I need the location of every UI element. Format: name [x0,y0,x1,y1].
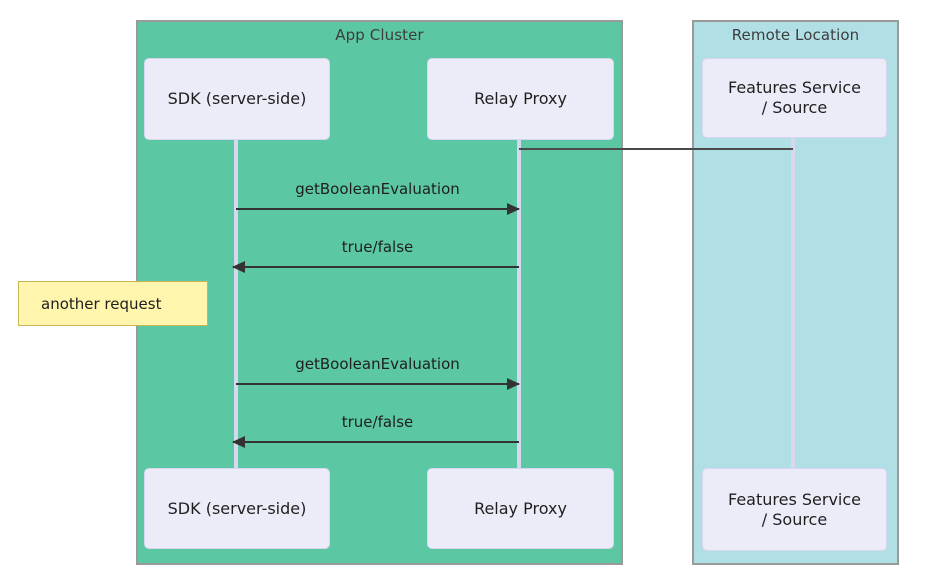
lifeline-features-service [791,138,795,470]
arrowhead-left-icon [232,261,245,273]
participant-sdk-bottom[interactable]: SDK (server-side) [144,468,330,549]
lifeline-relay-proxy [517,140,521,470]
message-label-4: true/false [341,413,414,431]
group-remote-location-title: Remote Location [731,26,860,44]
message-arrow-2 [232,261,519,273]
arrowhead-left-icon [232,436,245,448]
message-arrow-1 [236,203,520,215]
message-label-2: true/false [341,238,414,256]
participant-relay-proxy-bottom[interactable]: Relay Proxy [427,468,614,549]
message-label-3: getBooleanEvaluation [295,355,460,373]
group-app-cluster-title: App Cluster [335,26,424,44]
participant-sdk-top[interactable]: SDK (server-side) [144,58,330,140]
participant-features-service-top[interactable]: Features Service / Source [702,58,887,138]
lifeline-sdk [234,140,238,470]
arrowhead-right-icon [507,203,520,215]
participant-features-service-bottom[interactable]: Features Service / Source [702,468,887,551]
message-arrow-3 [236,378,520,390]
arrowhead-right-icon [507,378,520,390]
participant-relay-proxy-top[interactable]: Relay Proxy [427,58,614,140]
note-another-request[interactable]: another request [18,281,208,326]
connector-relay-to-features [519,148,793,150]
message-label-1: getBooleanEvaluation [295,180,460,198]
message-arrow-4 [232,436,519,448]
